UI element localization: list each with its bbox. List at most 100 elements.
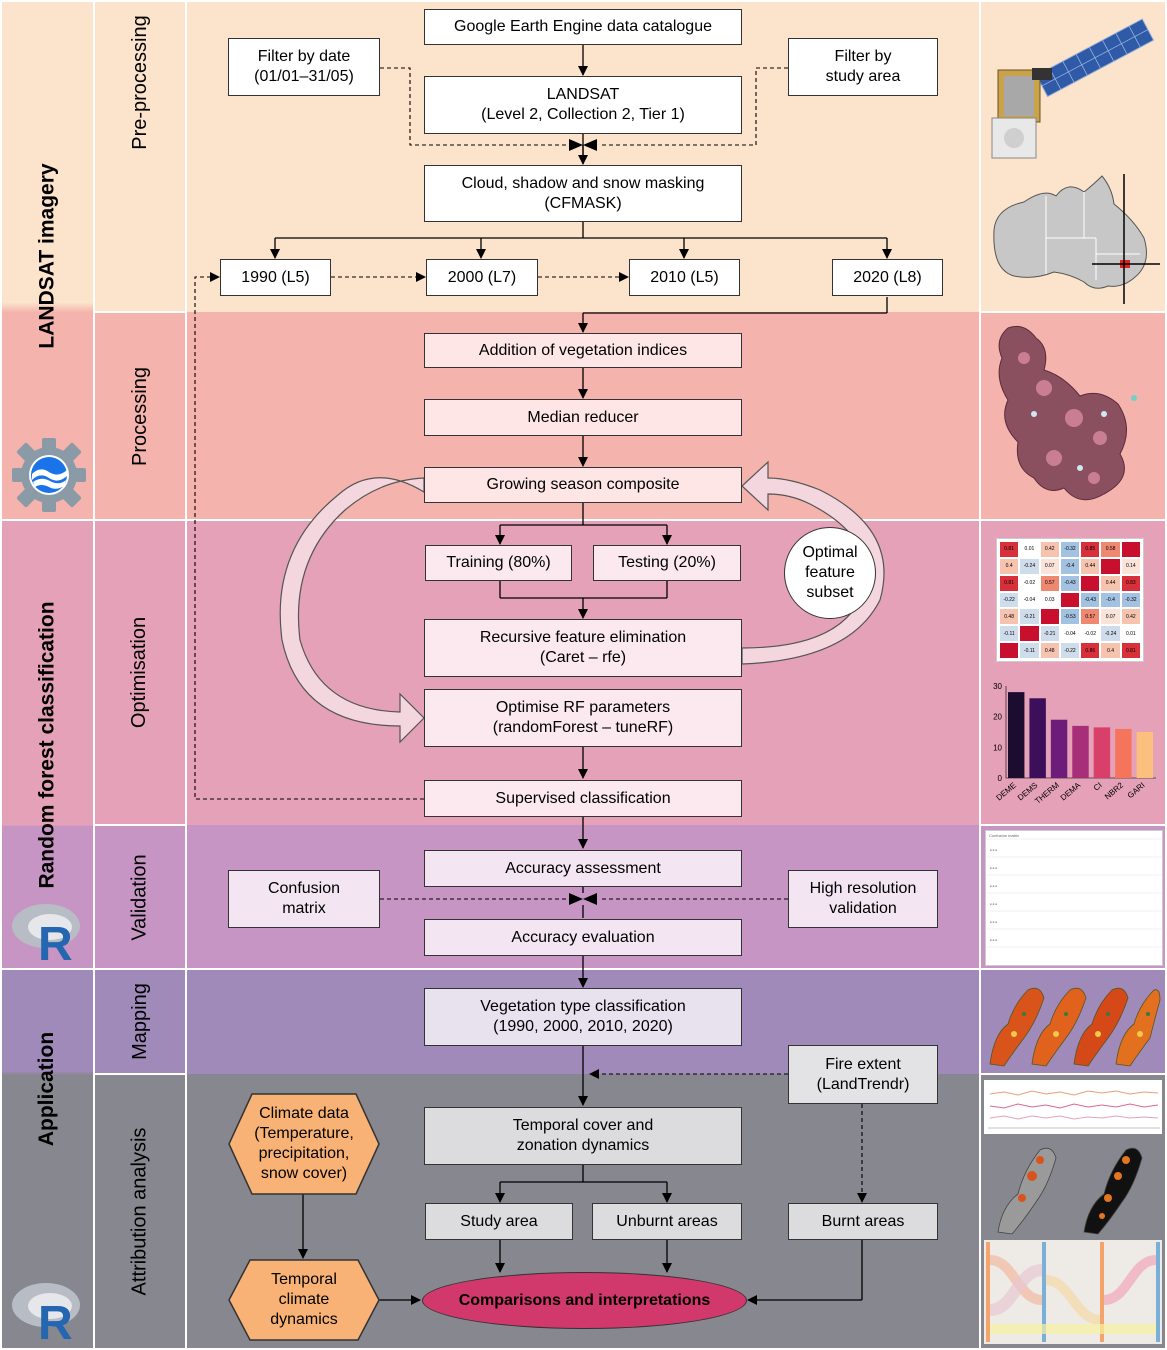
bar-gari	[1136, 732, 1153, 778]
growing-season-box: Growing season composite	[424, 467, 742, 503]
bar-label: DEMA	[1059, 780, 1083, 802]
corr-cell: -0.11	[1020, 643, 1039, 658]
filter-date-box: Filter by date (01/01–31/05)	[228, 38, 380, 96]
confusion-matrix-grid: ■ ■ ■■ ■ ■■ ■ ■ ■ ■ ■■ ■ ■■ ■ ■	[986, 838, 1162, 948]
corr-cell: 0.42	[1121, 609, 1140, 625]
corr-cell: -0.21	[1040, 626, 1059, 642]
corr-cell: -0.04	[1020, 592, 1039, 608]
vegetation-type-box: Vegetation type classification (1990, 20…	[424, 988, 742, 1046]
bar-dems	[1029, 698, 1046, 778]
stage-col-opt	[95, 520, 185, 825]
australia-map-icon	[993, 174, 1160, 304]
bar-nbr2	[1115, 728, 1132, 778]
stage-col-attr	[95, 1074, 185, 1348]
corr-cell: 0.42	[1040, 542, 1059, 557]
filter-area-box: Filter by study area	[788, 38, 938, 96]
corr-cell: -0.53	[1060, 609, 1080, 625]
year-2020-box: 2020 (L8)	[832, 259, 943, 296]
svg-text:■ ■ ■: ■ ■ ■	[990, 848, 997, 852]
rfe-box: Recursive feature elimination (Caret – r…	[424, 619, 742, 677]
corr-cell: -0.11	[1000, 626, 1019, 642]
corr-cell: -0.43	[1081, 592, 1100, 608]
svg-text:■ ■ ■: ■ ■ ■	[990, 884, 997, 888]
composite-image-icon	[998, 325, 1137, 501]
corr-cell: 0.14	[1121, 558, 1140, 574]
accuracy-evaluation-box: Accuracy evaluation	[424, 919, 742, 956]
temporal-climate-hexagon	[228, 1259, 380, 1341]
corr-cell: 0.57	[1081, 609, 1100, 625]
bar-ci	[1093, 727, 1111, 778]
earth-engine-logo-icon	[12, 438, 86, 512]
burn-maps-thumb	[997, 1147, 1143, 1235]
climate-data-hexagon	[228, 1093, 380, 1195]
fire-extent-box: Fire extent (LandTrendr)	[788, 1045, 938, 1104]
corr-cell: -0.21	[1020, 609, 1039, 625]
bar-therm	[1050, 719, 1068, 778]
corr-cell: 0.48	[1000, 609, 1019, 625]
corr-cell: 0.01	[1020, 542, 1039, 557]
stage-label-validation: Validation	[128, 853, 151, 941]
optimal-feature-subset: Optimal feature subset	[784, 527, 876, 619]
bar-label: NBR2	[1103, 780, 1126, 801]
corr-cell: 0.85	[1081, 542, 1100, 557]
corr-cell: 0.07	[1101, 609, 1120, 625]
stage-label-processing: Processing	[128, 366, 151, 466]
corr-cell: -0.02	[1081, 626, 1100, 642]
corr-cell: -0.4	[1060, 558, 1080, 574]
corr-cell	[1060, 592, 1080, 608]
stage-col-map	[95, 969, 185, 1074]
bar-label: CI	[1092, 781, 1104, 793]
corr-cell: 0.03	[1040, 592, 1059, 608]
svg-text:■ ■ ■: ■ ■ ■	[990, 866, 997, 870]
climate-timeseries-thumb	[984, 1080, 1162, 1134]
svg-text:R: R	[38, 918, 73, 964]
corr-cell	[1121, 542, 1140, 557]
bar-label: DEME	[995, 781, 1018, 803]
corr-cell: 0.81	[1121, 643, 1140, 658]
bar-label: GARI	[1126, 781, 1147, 800]
accuracy-assessment-box: Accuracy assessment	[424, 850, 742, 887]
r-logo-icon: R	[12, 904, 80, 964]
corr-cell: -0.22	[1060, 643, 1080, 658]
stage-label-optimisation: Optimisation	[128, 616, 151, 729]
corr-cell: -0.24	[1101, 626, 1120, 642]
corr-cell: -0.04	[1060, 626, 1080, 642]
corr-cell: 0.81	[1000, 542, 1019, 557]
bar-chart-ytick: 30	[993, 682, 1002, 691]
svg-text:■ ■ ■: ■ ■ ■	[990, 938, 997, 942]
corr-cell: 0.01	[1121, 626, 1140, 642]
stage-label-mapping: Mapping	[128, 983, 151, 1060]
bar-chart-ytick: 10	[993, 743, 1002, 752]
optimise-rf-box: Optimise RF parameters (randomForest – t…	[424, 689, 742, 747]
climate-data-label: Climate data (Temperature, precipitation…	[254, 1105, 354, 1182]
rf-group-col	[2, 520, 93, 969]
corr-cell: 0.07	[1040, 558, 1059, 574]
confusion-matrix-thumb: Confusion matrix ■ ■ ■■ ■ ■■ ■ ■ ■ ■ ■■ …	[985, 830, 1163, 966]
corr-cell: 0.86	[1081, 643, 1100, 658]
bar-chart-ytick: 0	[998, 774, 1003, 783]
corr-cell: -0.22	[1000, 592, 1019, 608]
corr-cell	[1101, 558, 1120, 574]
corr-cell: 0.83	[1121, 575, 1140, 591]
year-2010-box: 2010 (L5)	[629, 259, 740, 296]
corr-cell: 0.81	[1000, 575, 1019, 591]
temporal-cover-box: Temporal cover and zonation dynamics	[424, 1107, 742, 1165]
landsat-box: LANDSAT (Level 2, Collection 2, Tier 1)	[424, 76, 742, 134]
training-box: Training (80%)	[425, 545, 572, 581]
corr-cell: 0.4	[1000, 558, 1019, 574]
confusion-matrix-thumb-title: Confusion matrix	[989, 833, 1020, 838]
corr-cell: -0.4	[1101, 592, 1120, 608]
corr-cell: -0.02	[1020, 575, 1039, 591]
corr-cell: 0.44	[1081, 558, 1100, 574]
cloud-mask-box: Cloud, shadow and snow masking (CFMASK)	[424, 165, 742, 222]
comparisons-ellipse: Comparisons and interpretations	[422, 1272, 747, 1329]
bar-deme	[1008, 692, 1025, 778]
stage-col-pre	[95, 2, 185, 312]
temporal-climate-label: Temporal climate dynamics	[270, 1271, 338, 1328]
corr-cell	[1000, 643, 1019, 658]
corr-cell: -0.32	[1060, 542, 1080, 557]
median-reducer-box: Median reducer	[424, 399, 742, 436]
bar-chart-ytick: 20	[993, 713, 1002, 722]
